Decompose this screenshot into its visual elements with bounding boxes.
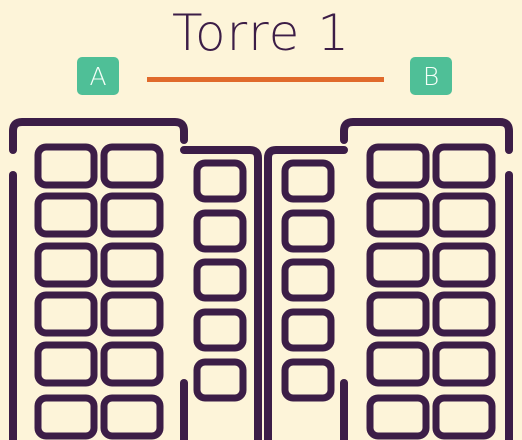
- window-icon: [285, 262, 331, 298]
- window-icon: [104, 147, 160, 185]
- window-icon: [285, 213, 331, 249]
- window-icon: [370, 398, 426, 436]
- window-icon: [370, 147, 426, 185]
- window-icon: [197, 312, 243, 348]
- window-icon: [285, 362, 331, 398]
- window-icon: [285, 163, 331, 199]
- window-icon: [436, 196, 492, 234]
- window-icon: [38, 246, 94, 284]
- window-icon: [38, 147, 94, 185]
- left-building-icon: [13, 122, 258, 440]
- window-icon: [370, 246, 426, 284]
- window-icon: [436, 246, 492, 284]
- window-icon: [38, 295, 94, 333]
- window-icon: [104, 196, 160, 234]
- window-icon: [370, 196, 426, 234]
- window-icon: [104, 246, 160, 284]
- window-icon: [197, 262, 243, 298]
- window-icon: [436, 295, 492, 333]
- window-icon: [104, 295, 160, 333]
- window-icon: [104, 345, 160, 383]
- window-icon: [197, 362, 243, 398]
- window-icon: [38, 398, 94, 436]
- window-icon: [370, 295, 426, 333]
- window-icon: [436, 345, 492, 383]
- window-icon: [436, 147, 492, 185]
- window-icon: [104, 398, 160, 436]
- window-icon: [197, 163, 243, 199]
- window-icon: [38, 196, 94, 234]
- window-icon: [197, 213, 243, 249]
- window-icon: [370, 345, 426, 383]
- window-icon: [436, 398, 492, 436]
- window-icon: [38, 345, 94, 383]
- window-icon: [285, 312, 331, 348]
- right-building-icon: [268, 122, 509, 440]
